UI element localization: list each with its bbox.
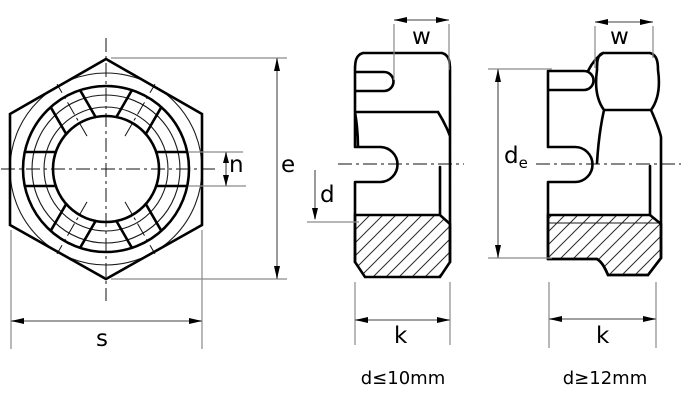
dimension-d: d — [307, 170, 359, 223]
dim-n-arrow-bottom — [223, 175, 229, 186]
bore-circle — [51, 114, 161, 224]
dim-de-arrow-top — [495, 69, 501, 82]
side-small-section-hatch — [353, 213, 452, 279]
dimension-w-small: w — [393, 17, 450, 80]
dim-k-small-arrow-right — [437, 317, 450, 323]
dim-n-extension-lines — [189, 151, 246, 187]
caption-large: d≥12mm — [563, 368, 647, 389]
side-view-large: de w k d≥12mm — [488, 19, 681, 389]
label-e: e — [281, 152, 295, 178]
dimension-e: e — [111, 57, 295, 280]
dim-s-arrow-right — [189, 318, 202, 324]
dim-k-large-extension-lines — [548, 282, 657, 348]
label-w-large: w — [610, 24, 629, 50]
label-k-small: k — [394, 323, 408, 349]
dimension-k-large: k — [548, 282, 657, 349]
chamfer-circle — [31, 94, 181, 244]
dim-k-large-arrow-right — [643, 316, 656, 322]
hex-outline — [8, 57, 204, 281]
thread-circle — [43, 106, 169, 232]
dim-w-large-arrow-right — [640, 19, 653, 25]
dim-de-arrow-bottom — [495, 245, 501, 258]
dimension-n: n — [189, 151, 246, 187]
dim-w-large-arrow-left — [595, 19, 608, 25]
dim-s-extension-lines — [10, 230, 203, 349]
crown-circle — [21, 84, 191, 254]
dim-k-small-arrow-left — [355, 317, 368, 323]
slot-centerlines — [56, 83, 156, 255]
front-view: s e n — [1, 38, 295, 352]
dimension-s: s — [10, 230, 203, 352]
dim-d-arrow — [312, 208, 318, 220]
label-d: d — [320, 182, 335, 208]
dim-e-arrow-top — [274, 58, 280, 71]
side-view-small: w d k d≤10mm — [307, 17, 464, 389]
dimension-de: de — [488, 68, 552, 259]
caption-small: d≤10mm — [361, 368, 445, 389]
dim-n-arrow-top — [223, 152, 229, 163]
dim-s-arrow-left — [11, 318, 24, 324]
side-large-outline — [546, 51, 663, 277]
dimension-k-small: k — [354, 282, 451, 349]
dim-w-small-arrow-left — [394, 17, 407, 23]
dim-w-large-extension-lines — [594, 26, 654, 68]
dim-e-arrow-bottom — [274, 266, 280, 279]
side-small-outline — [353, 51, 452, 264]
dim-k-large-arrow-left — [549, 316, 562, 322]
dim-k-small-extension-lines — [354, 282, 451, 345]
label-de: de — [504, 143, 528, 172]
dim-e-extension-lines — [111, 57, 287, 280]
slot-edges — [23, 88, 189, 250]
label-s: s — [96, 326, 108, 352]
label-w-small: w — [412, 24, 431, 50]
dim-w-small-arrow-right — [436, 17, 449, 23]
label-n: n — [229, 152, 244, 178]
label-k-large: k — [596, 323, 610, 349]
dim-w-small-extension-lines — [393, 24, 450, 80]
dimension-w-large: w — [594, 19, 654, 68]
